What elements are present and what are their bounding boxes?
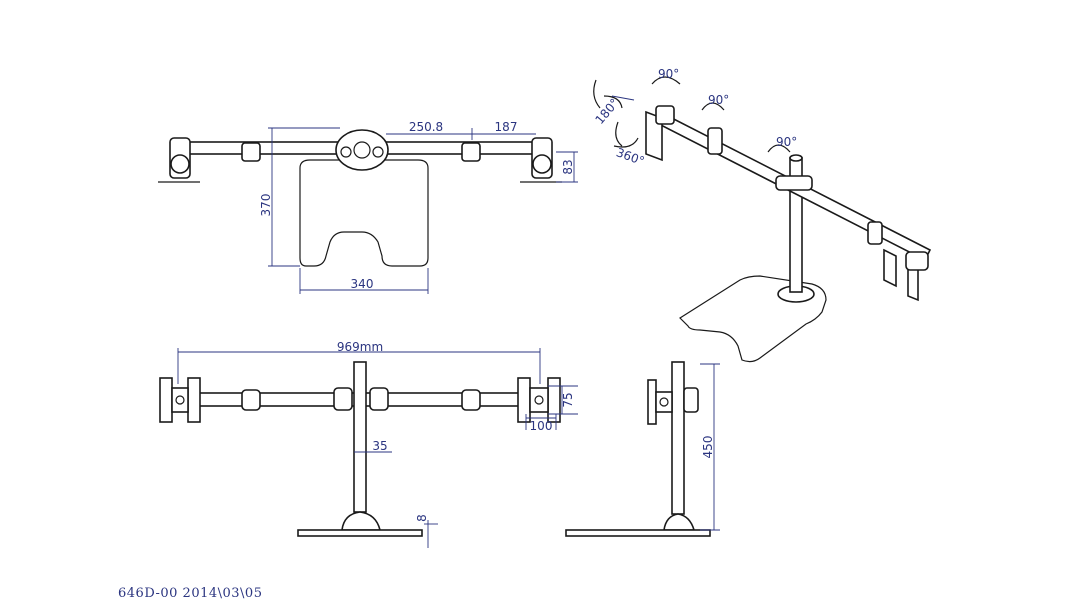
side-view-base-plate — [565, 529, 711, 537]
side-view: 450 — [565, 361, 720, 537]
top-view-joint-left — [241, 142, 261, 162]
top-view-left-clamp — [158, 137, 200, 183]
isometric-view: 180° 360° 90° 90° 90° — [592, 67, 932, 363]
side-view-monitor-plate — [647, 379, 657, 425]
dim-base-thickness: 8 — [415, 514, 429, 522]
dim-top-arm: 187 — [495, 120, 518, 134]
side-view-pole — [671, 361, 685, 515]
rot-90-left: 90° — [658, 67, 679, 81]
dim-base-depth: 370 — [259, 194, 273, 217]
front-view-base-foot — [341, 511, 382, 531]
dim-vesa-h: 100 — [530, 419, 553, 433]
dim-top-height: 83 — [561, 159, 575, 174]
top-view-center-hub — [335, 129, 389, 171]
dim-top-offset: 250.8 — [409, 120, 443, 134]
top-view-right-clamp — [520, 137, 562, 183]
front-view-left-plate — [159, 377, 201, 423]
dim-vesa: 75 — [561, 392, 575, 407]
front-view-pole — [353, 361, 367, 513]
footer-code-date: 646D-00 2014\03\05 — [118, 586, 263, 601]
top-view-joint-right — [461, 142, 481, 162]
rot-90-mid: 90° — [708, 93, 729, 107]
rot-90-right: 90° — [776, 135, 797, 149]
top-view: 370 340 250.8 187 83 — [158, 120, 578, 294]
rot-360: 360° — [614, 145, 646, 168]
dim-overall-width: 969mm — [337, 340, 383, 354]
iso-right-plate — [883, 248, 897, 288]
top-view-base-plate — [299, 159, 429, 267]
dim-height: 450 — [701, 436, 715, 459]
front-view-base-plate — [297, 529, 423, 537]
iso-base-plate — [679, 275, 827, 363]
dim-base-width: 340 — [351, 277, 374, 291]
front-view: 969mm 75 100 35 8 — [159, 340, 578, 548]
front-view-right-plate — [517, 377, 561, 423]
dim-pole-dia: 35 — [372, 439, 387, 453]
